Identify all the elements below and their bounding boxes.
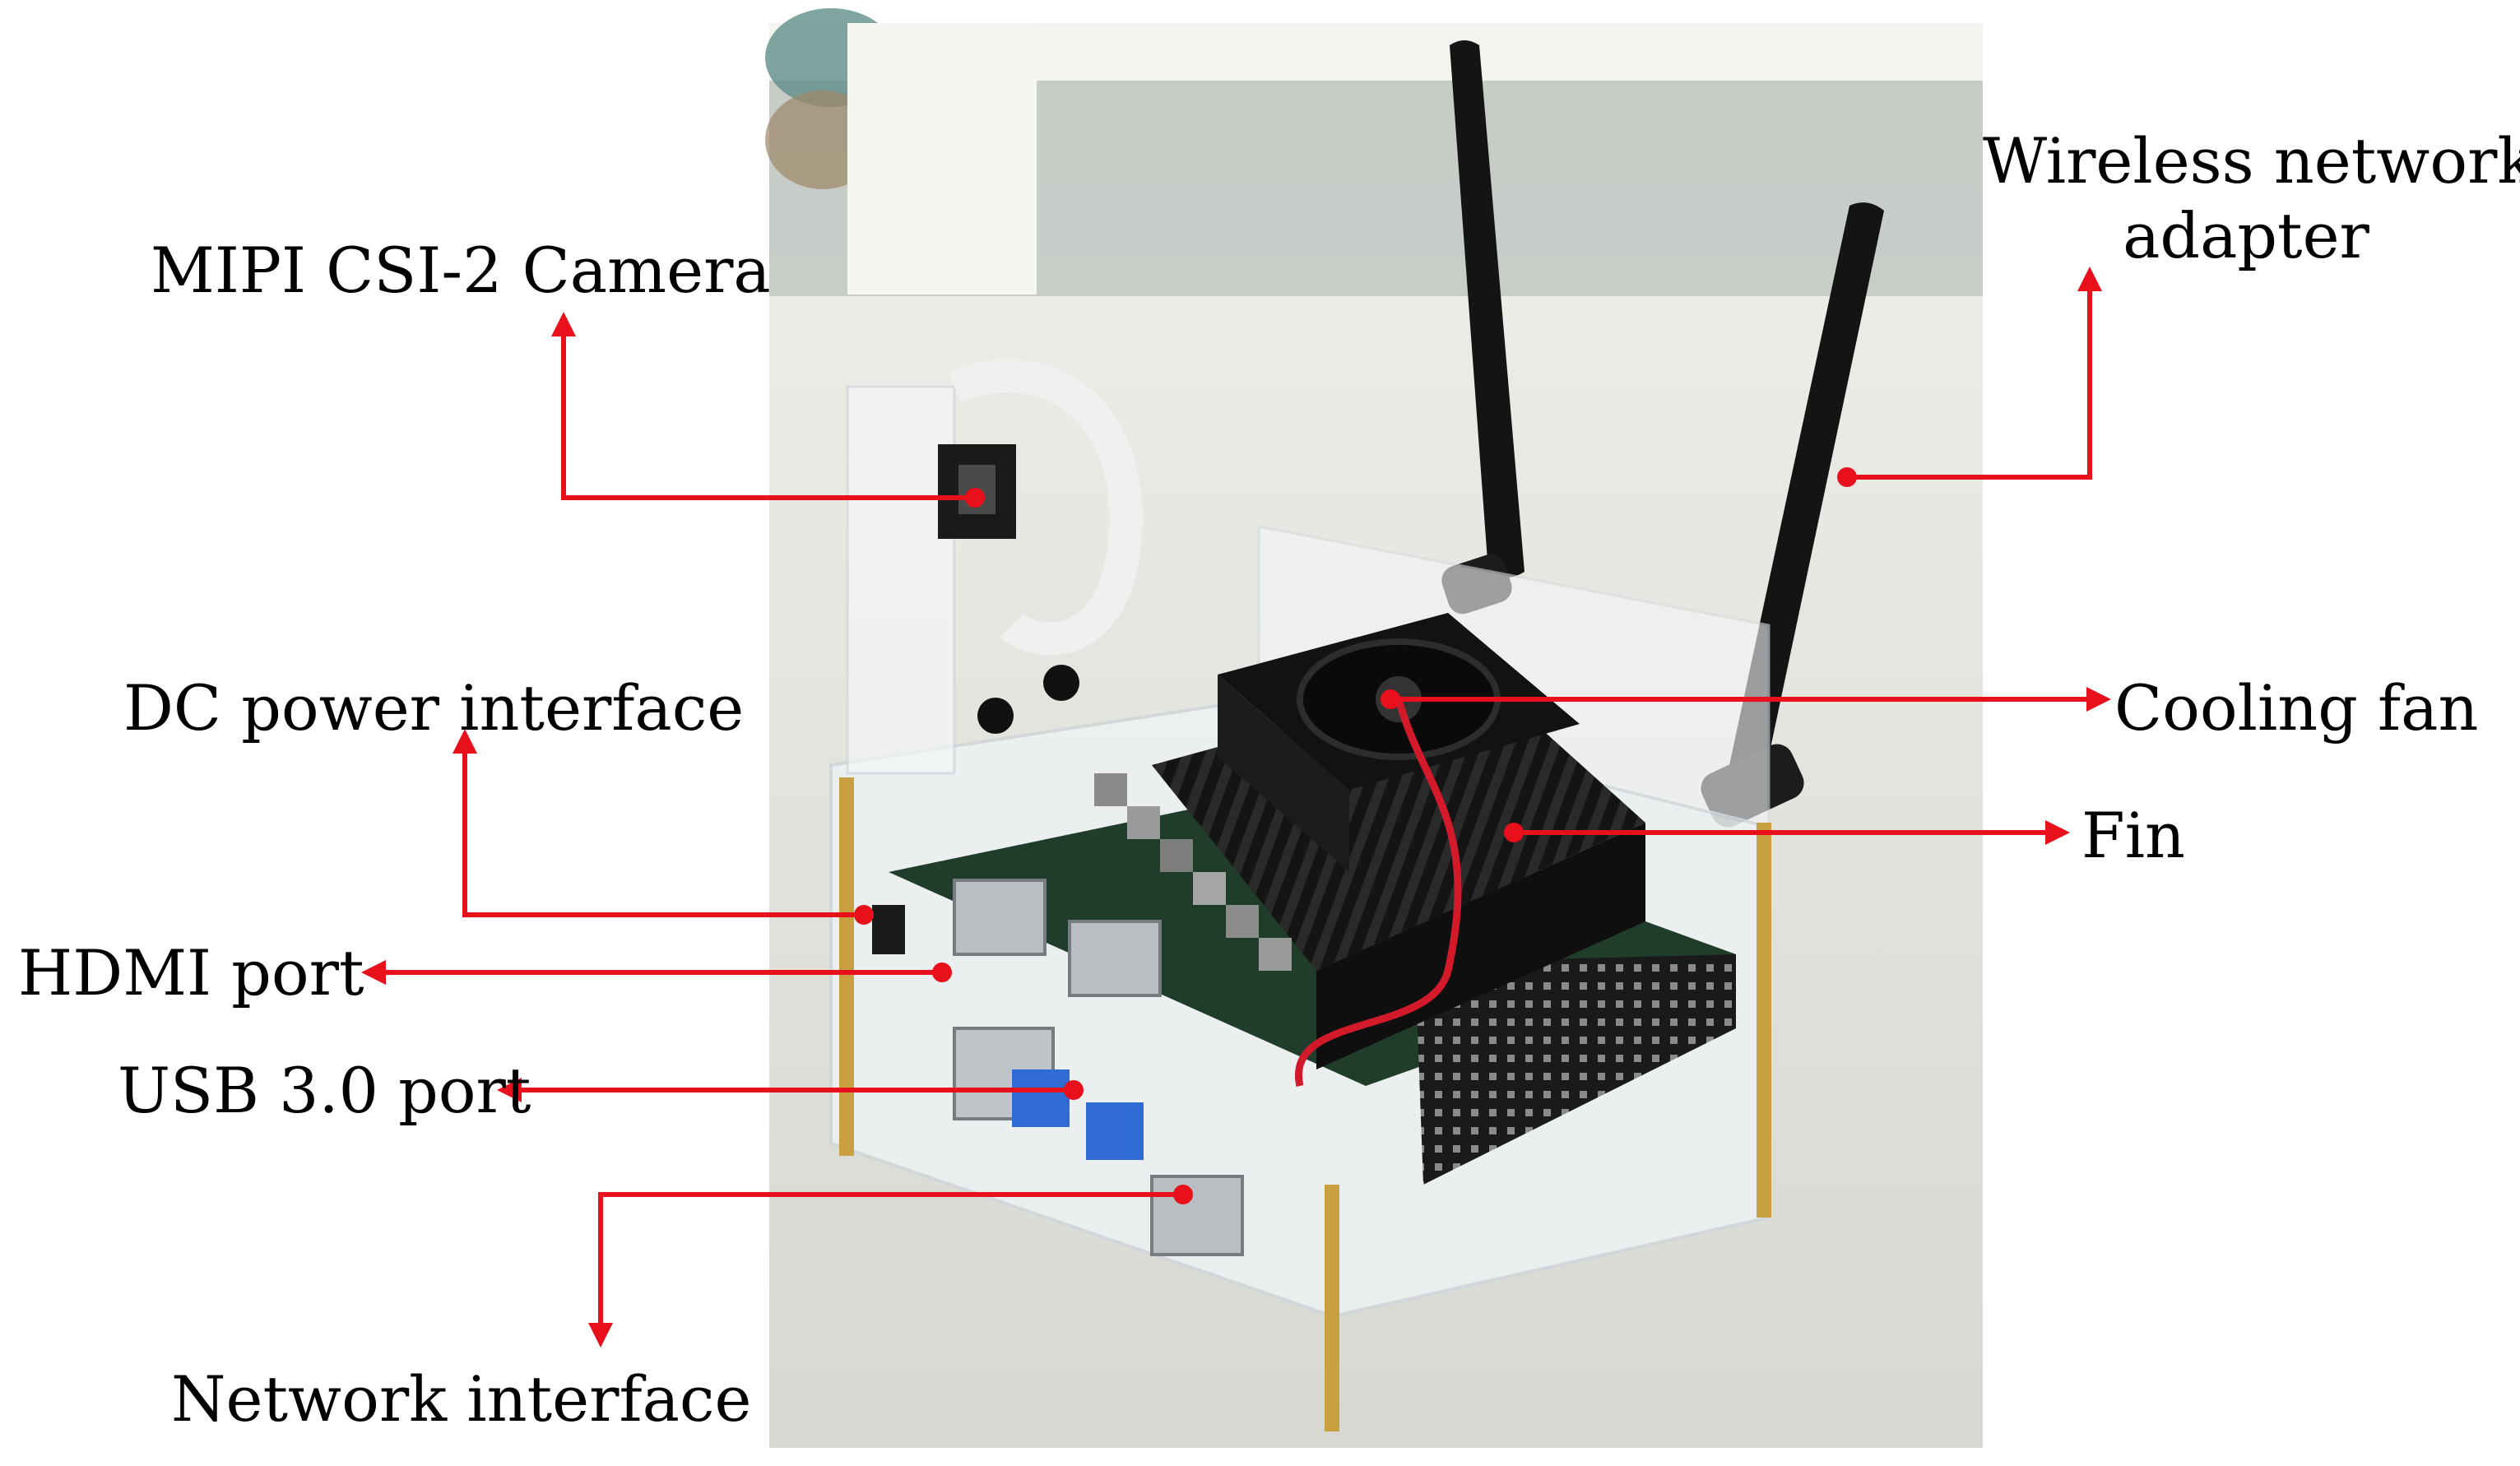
dc-power-label: DC power interface bbox=[123, 671, 745, 745]
wireless-label-line2: adapter bbox=[2123, 199, 2369, 273]
network-arrow bbox=[588, 1192, 1183, 1348]
fin-label: Fin bbox=[2081, 799, 2185, 872]
ports-cluster bbox=[872, 879, 1244, 1256]
camera-module bbox=[846, 360, 1143, 775]
callout-arrows bbox=[361, 267, 2111, 1348]
hdmi-label: HDMI port bbox=[18, 936, 364, 1009]
callout-dots bbox=[854, 467, 1857, 1204]
pixelated-region bbox=[1094, 773, 1292, 971]
photo-background bbox=[765, 8, 1983, 1448]
wireless-label: Wireless network adapter bbox=[1983, 123, 2520, 273]
dc-power-arrow bbox=[452, 729, 864, 917]
camera-arrow bbox=[551, 312, 975, 500]
usb-label: USB 3.0 port bbox=[118, 1054, 531, 1127]
wireless-arrow bbox=[1847, 267, 2102, 480]
camera-label: MIPI CSI-2 Camera bbox=[151, 234, 771, 307]
cooling-fan-label: Cooling fan bbox=[2114, 671, 2479, 745]
wireless-label-line1: Wireless network bbox=[1983, 124, 2520, 197]
network-label: Network interface bbox=[171, 1362, 752, 1436]
